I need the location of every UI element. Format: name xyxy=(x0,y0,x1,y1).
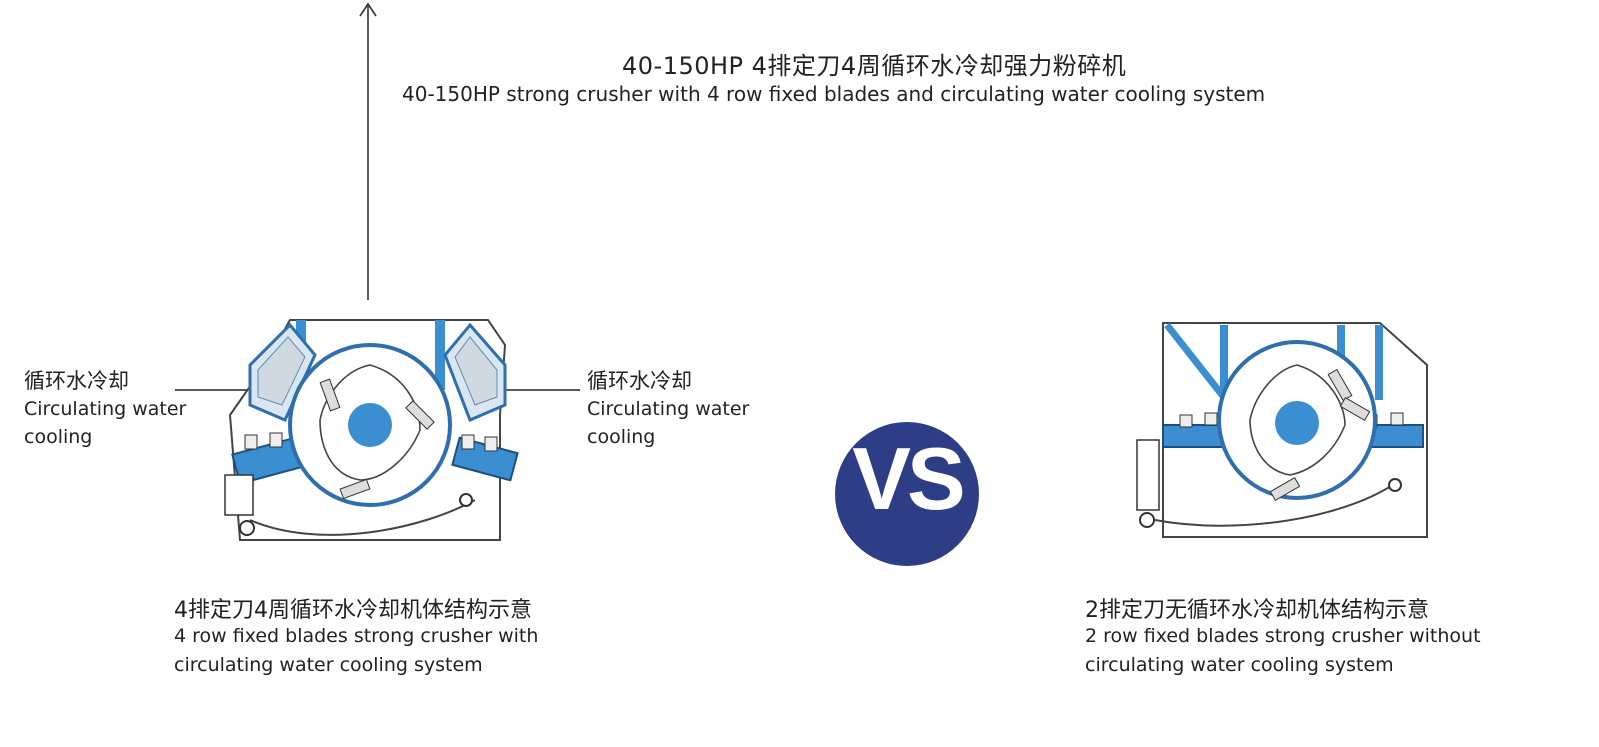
left-callout-chinese: 循环水冷却 xyxy=(24,369,129,393)
title-chinese: 40-150HP 4排定刀4周循环水冷却强力粉碎机 xyxy=(622,52,1127,80)
right-caption-english-line2: circulating water cooling system xyxy=(1085,654,1394,676)
left-caption-english-line2: circulating water cooling system xyxy=(174,654,483,676)
right-callout-chinese: 循环水冷却 xyxy=(587,369,692,393)
right-caption-english-line1: 2 row fixed blades strong crusher withou… xyxy=(1085,625,1481,647)
title-english: 40-150HP strong crusher with 4 row fixed… xyxy=(402,82,1266,106)
left-caption-chinese: 4排定刀4周循环水冷却机体结构示意 xyxy=(174,598,532,623)
vs-label: VS xyxy=(852,429,965,528)
left-crusher-diagram xyxy=(175,319,580,541)
left-caption-english-line1: 4 row fixed blades strong crusher with xyxy=(174,625,539,647)
vs-badge xyxy=(835,422,979,566)
right-callout-english: Circulating water cooling xyxy=(587,398,750,448)
vertical-arrow xyxy=(359,2,377,300)
right-caption-chinese: 2排定刀无循环水冷却机体结构示意 xyxy=(1085,598,1429,623)
left-callout-english: Circulating water cooling xyxy=(24,398,187,448)
right-crusher-diagram xyxy=(1136,322,1428,538)
